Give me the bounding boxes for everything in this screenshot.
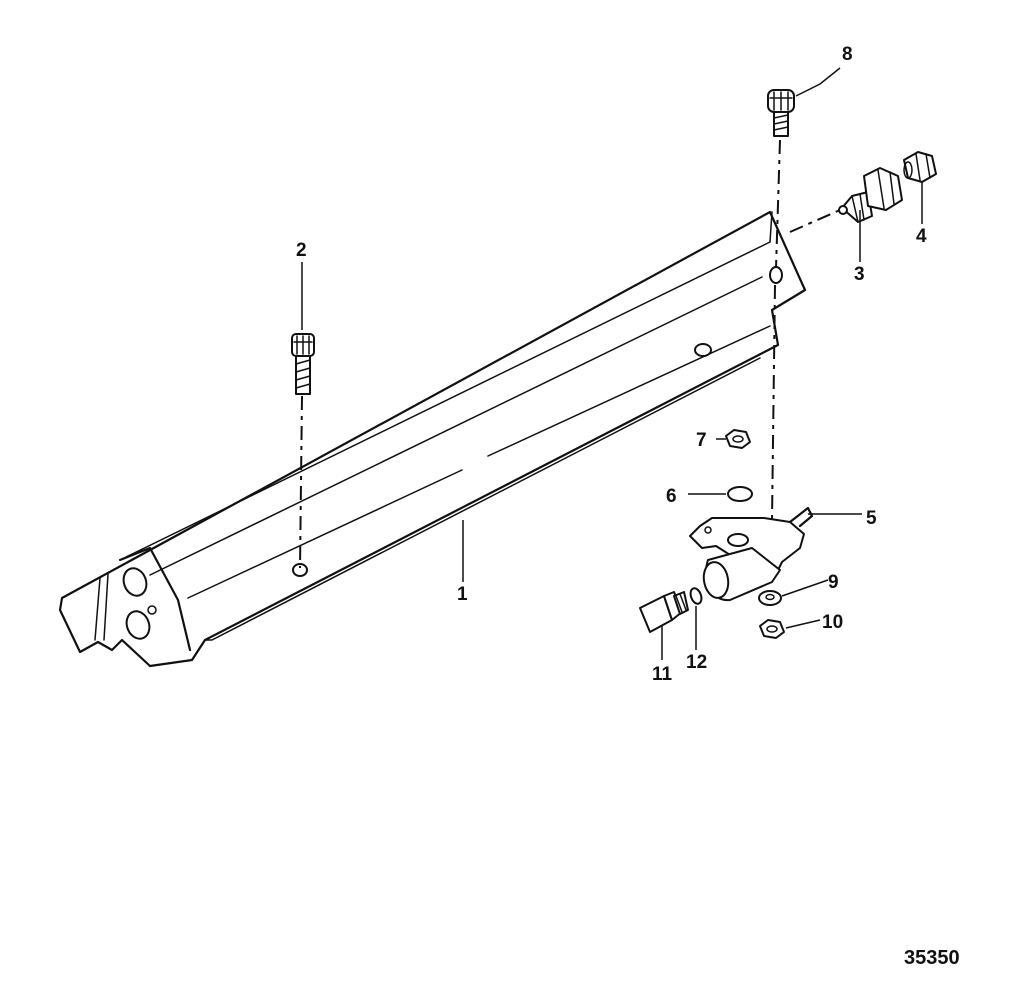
part-6-oring bbox=[727, 486, 753, 502]
part-3-fitting bbox=[789, 167, 903, 233]
callout-4: 4 bbox=[916, 226, 927, 247]
callout-2: 2 bbox=[296, 240, 307, 261]
figure-number: 35350 bbox=[904, 947, 960, 969]
callout-11: 11 bbox=[652, 664, 673, 685]
callout-10: 10 bbox=[822, 612, 843, 633]
callout-9: 9 bbox=[828, 572, 839, 593]
part-9-washer bbox=[758, 590, 782, 606]
part-4-fitting bbox=[903, 151, 937, 183]
part-7-nut bbox=[725, 429, 751, 449]
part-5-bracket bbox=[689, 506, 814, 602]
callout-3: 3 bbox=[854, 264, 865, 285]
callout-1: 1 bbox=[457, 584, 468, 605]
callout-labels: 1 2 3 4 5 6 7 8 9 10 11 12 bbox=[296, 44, 927, 685]
callout-5: 5 bbox=[866, 508, 877, 529]
part-2-bolt bbox=[291, 333, 315, 569]
callout-7: 7 bbox=[696, 430, 707, 451]
part-8-bolt bbox=[767, 89, 795, 521]
leader-lines bbox=[301, 67, 923, 660]
callout-8: 8 bbox=[842, 44, 853, 65]
callout-6: 6 bbox=[666, 486, 677, 507]
callout-12: 12 bbox=[686, 652, 707, 673]
part-12-oring bbox=[689, 587, 703, 605]
part-11-plug bbox=[639, 591, 689, 633]
part-10-nut bbox=[759, 619, 785, 639]
